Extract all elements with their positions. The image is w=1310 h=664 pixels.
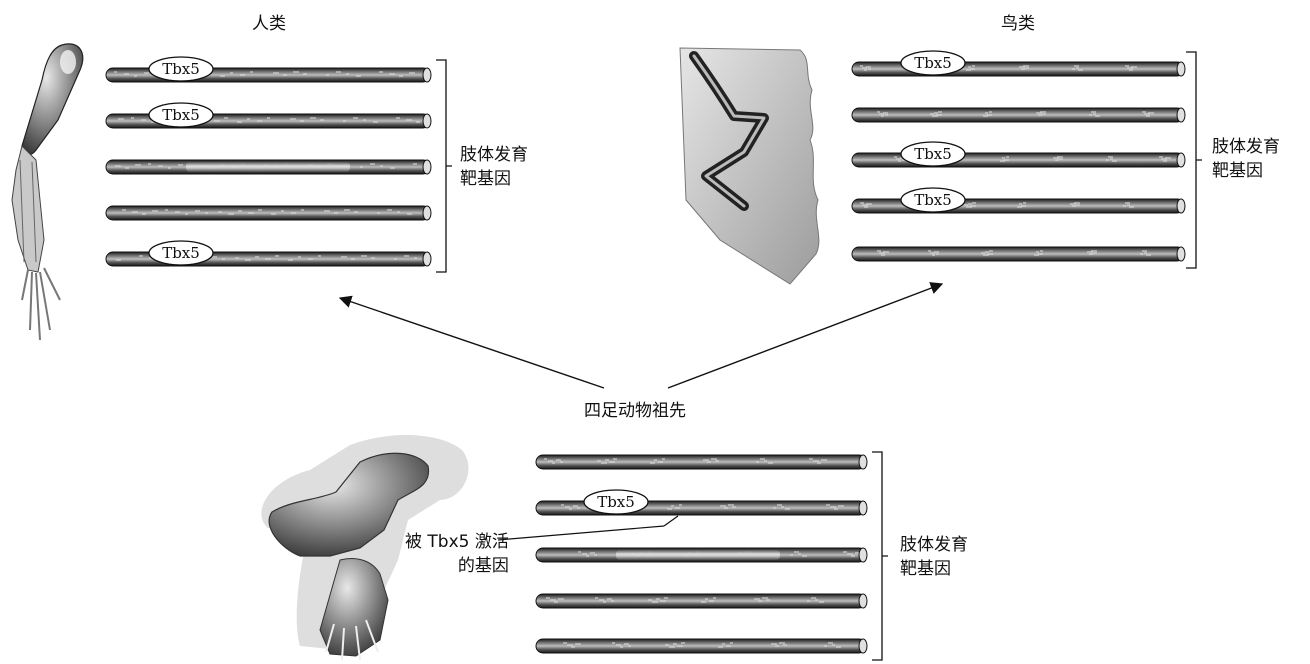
ancestor-gene-bar bbox=[536, 548, 867, 562]
ancestor-gene-bars: Tbx5 bbox=[536, 455, 867, 653]
human-tbx5-label: Tbx5 bbox=[162, 244, 200, 262]
bird-tbx5-tag: Tbx5 bbox=[901, 51, 965, 75]
ancestor-gene-bar bbox=[536, 639, 867, 653]
ancestor-bracket-label: 肢体发育 靶基因 bbox=[900, 533, 968, 581]
human-tbx5-tag: Tbx5 bbox=[149, 241, 213, 265]
bird-bracket-label-line1: 肢体发育 bbox=[1212, 135, 1280, 159]
tbx5-callout: 被 Tbx5 激活 的基因 bbox=[405, 530, 509, 578]
bird-wing-illustration bbox=[680, 48, 819, 284]
bird-bracket-label: 肢体发育 靶基因 bbox=[1212, 135, 1280, 183]
bird-bracket bbox=[1186, 52, 1202, 268]
ancestor-tbx5-tag: Tbx5 bbox=[584, 490, 648, 514]
bird-tbx5-label: Tbx5 bbox=[914, 145, 952, 163]
human-arm-illustration bbox=[12, 44, 83, 340]
human-tbx5-tag: Tbx5 bbox=[149, 103, 213, 127]
ancestor-bracket-label-line2: 靶基因 bbox=[900, 557, 968, 581]
bird-tbx5-label: Tbx5 bbox=[914, 54, 952, 72]
ancestor-gene-bar bbox=[536, 594, 867, 608]
ancestor-title: 四足动物祖先 bbox=[584, 396, 686, 421]
human-title: 人类 bbox=[252, 9, 286, 34]
ancestor-gene-bar bbox=[536, 455, 867, 469]
human-tbx5-label: Tbx5 bbox=[162, 106, 200, 124]
bird-gene-bar bbox=[852, 108, 1185, 122]
bird-tbx5-tag: Tbx5 bbox=[901, 188, 965, 212]
human-gene-bar bbox=[106, 206, 431, 220]
bird-bracket-label-line2: 靶基因 bbox=[1212, 159, 1280, 183]
human-tbx5-tag: Tbx5 bbox=[149, 57, 213, 81]
ancestor-bracket-label-line1: 肢体发育 bbox=[900, 533, 968, 557]
human-bracket-label-line1: 肢体发育 bbox=[460, 143, 528, 167]
human-bracket bbox=[436, 60, 452, 272]
tbx5-callout-line2: 的基因 bbox=[405, 554, 509, 578]
bird-title: 鸟类 bbox=[1001, 9, 1035, 34]
human-tbx5-label: Tbx5 bbox=[162, 60, 200, 78]
bird-gene-bar bbox=[852, 247, 1185, 261]
human-bracket-label-line2: 靶基因 bbox=[460, 167, 528, 191]
arrow-to-bird bbox=[668, 284, 942, 388]
tbx5-callout-line1: 被 Tbx5 激活 bbox=[405, 530, 509, 554]
ancestor-tbx5-label: Tbx5 bbox=[597, 493, 635, 511]
bird-tbx5-tag: Tbx5 bbox=[901, 142, 965, 166]
human-bracket-label: 肢体发育 靶基因 bbox=[460, 143, 528, 191]
bird-tbx5-label: Tbx5 bbox=[914, 191, 952, 209]
ancestor-bracket bbox=[872, 452, 888, 660]
callout-leader-line bbox=[498, 516, 678, 540]
arrow-to-human bbox=[340, 298, 604, 388]
human-gene-bar bbox=[106, 160, 431, 174]
